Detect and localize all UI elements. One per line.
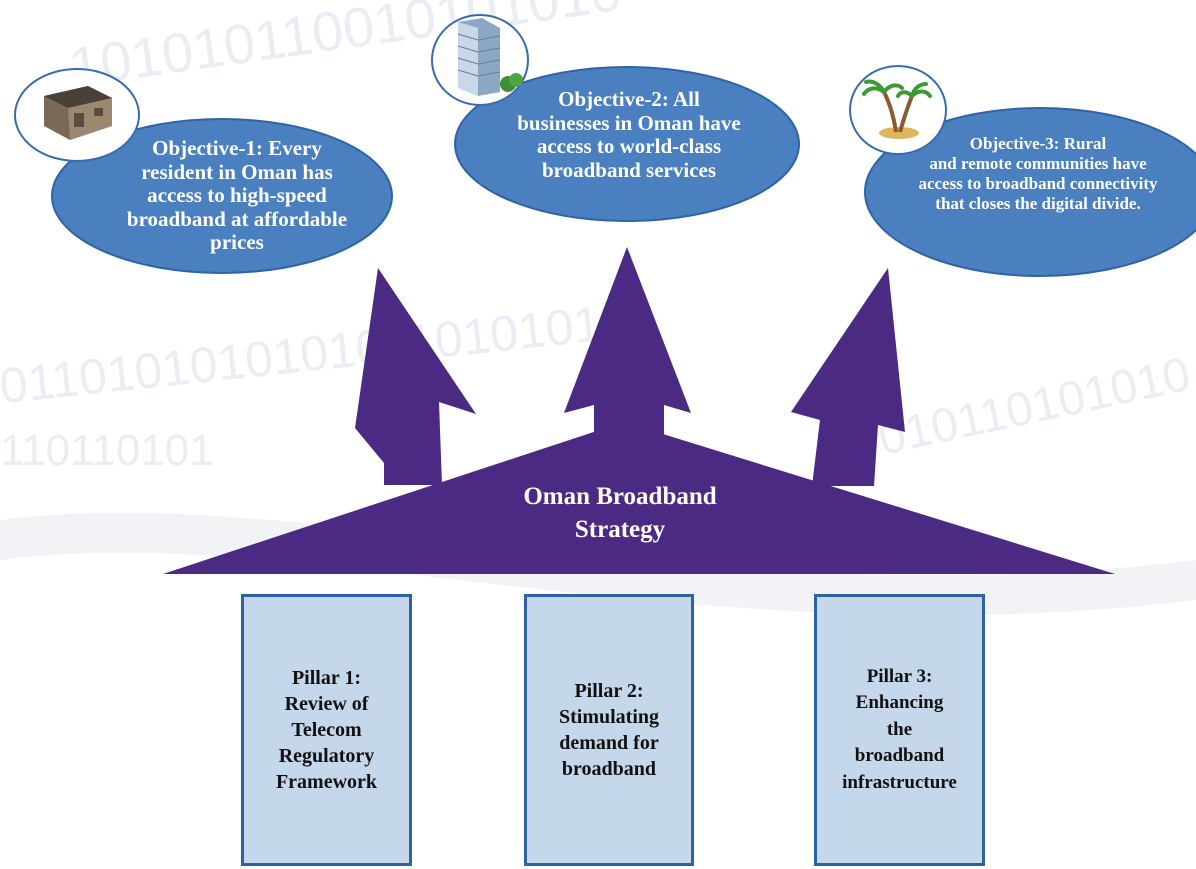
pillar-2-line: broadband <box>561 758 657 780</box>
objective-2-line: businesses in Oman have <box>517 110 741 135</box>
objective-2-ellipse <box>454 66 800 222</box>
objective-3-ellipse <box>864 107 1196 277</box>
pillar-1-line: Review of <box>284 693 369 715</box>
pillar-3-box: Pillar 3: Enhancing the broadband infras… <box>814 594 985 866</box>
watermark-row: 010110101010 <box>874 348 1195 466</box>
objective-1-line: Objective-1: Every <box>152 136 322 160</box>
pillar-2-text: Pillar 2: Stimulating demand for broadba… <box>559 678 659 782</box>
pillar-2-box: Pillar 2: Stimulating demand for broadba… <box>524 594 694 866</box>
pillar-3-line: infrastructure <box>842 771 957 793</box>
objective-1-line: access to high-speed <box>147 183 327 208</box>
pillar-3-line: the <box>886 718 913 740</box>
objective-3-line: Objective-3: Rural <box>969 134 1107 153</box>
objective-1-ellipse <box>51 118 393 274</box>
strategy-label-line: Oman Broadband <box>523 483 717 510</box>
pillar-1-line: Framework <box>275 771 378 793</box>
objective-2-line: Objective-2: All <box>558 87 700 111</box>
pillar-2-line: Stimulating <box>558 706 660 728</box>
objective-1-line: prices <box>210 230 264 255</box>
arrow-to-objective-3 <box>791 268 905 486</box>
palm-island-icon <box>849 65 947 155</box>
arrow-to-objective-1 <box>355 268 476 485</box>
house-icon <box>14 68 140 162</box>
pillar-3-line: Enhancing <box>855 692 944 714</box>
objective-3-text: Objective-3: Rural and remote communitie… <box>880 134 1196 214</box>
strategy-label-line: Strategy <box>574 515 666 543</box>
pillar-1-box: Pillar 1: Review of Telecom Regulatory F… <box>241 594 412 866</box>
pillar-2-line: Pillar 2: <box>574 680 644 702</box>
strategy-label: Oman Broadband Strategy <box>440 481 800 546</box>
objective-1-line: broadband at affordable <box>126 206 348 231</box>
watermark-row: 0110101010101011010101 <box>0 295 604 414</box>
strategy-triangle <box>163 422 1115 574</box>
objective-3-line: access to broadband connectivity <box>918 174 1158 194</box>
pillar-1-line: Regulatory <box>278 745 375 767</box>
objective-1-line: resident in Oman has <box>141 159 333 184</box>
objective-1-text: Objective-1: Every resident in Oman has … <box>82 136 392 255</box>
watermark-row: 110110101 <box>0 426 214 475</box>
arrow-to-objective-2 <box>564 247 691 470</box>
pillar-1-line: Telecom <box>291 719 362 741</box>
objective-3-line: that closes the digital divide. <box>935 194 1141 214</box>
pillar-1-text: Pillar 1: Review of Telecom Regulatory F… <box>276 665 377 795</box>
objective-3-line: and remote communities have <box>929 154 1147 174</box>
pillar-1-line: Pillar 1: <box>291 667 362 689</box>
office-building-icon <box>431 14 529 106</box>
pillar-2-line: demand for <box>559 732 659 754</box>
pillar-3-text: Pillar 3: Enhancing the broadband infras… <box>842 664 957 797</box>
pillar-3-line: broadband <box>854 745 945 767</box>
objective-2-text: Objective-2: All businesses in Oman have… <box>474 87 784 182</box>
pillar-3-line: Pillar 3: <box>866 665 933 687</box>
objective-2-line: broadband services <box>541 157 717 182</box>
objective-2-line: access to world-class <box>536 134 722 159</box>
